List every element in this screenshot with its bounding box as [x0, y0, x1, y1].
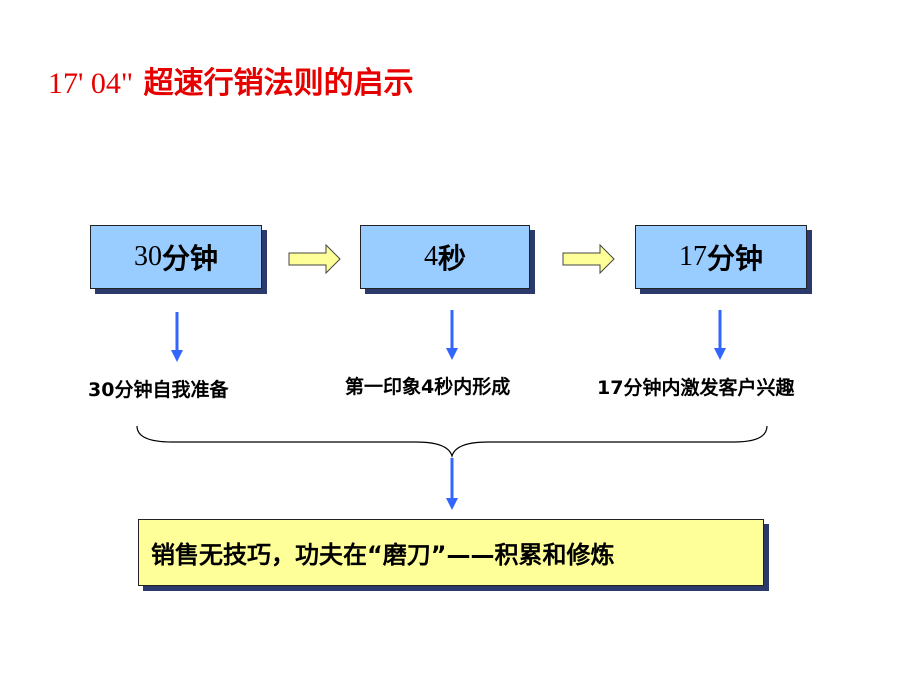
step-label-prepare: 30分钟自我准备 [88, 379, 229, 401]
step-label-interest: 17分钟内激发客户兴趣 [597, 377, 795, 399]
step-box-unit: 分钟 [706, 242, 763, 275]
curly-brace-icon [136, 425, 768, 459]
step-box-number: 30 [133, 241, 162, 272]
step-box-number: 4 [423, 241, 438, 272]
step-box-unit: 分钟 [161, 242, 218, 275]
step-label-first-impression: 第一印象4秒内形成 [345, 376, 511, 398]
down-arrow-icon [171, 312, 183, 362]
down-arrow-icon [446, 458, 458, 510]
step-box-unit: 秒 [437, 242, 466, 275]
right-arrow-icon [562, 243, 615, 275]
title-time: 17' 04" [48, 67, 134, 100]
conclusion-text: 销售无技巧，功夫在“磨刀”——积累和修炼 [151, 541, 615, 569]
conclusion-box: 销售无技巧，功夫在“磨刀”——积累和修炼 [138, 519, 764, 586]
title-text: 超速行销法则的启示 [143, 66, 414, 101]
page-title: 17' 04" 超速行销法则的启示 [48, 58, 414, 102]
down-arrow-icon [714, 310, 726, 360]
step-box-4sec: 4 秒 [360, 225, 530, 289]
down-arrow-icon [446, 310, 458, 360]
right-arrow-icon [288, 243, 341, 275]
step-box-number: 17 [678, 241, 707, 272]
